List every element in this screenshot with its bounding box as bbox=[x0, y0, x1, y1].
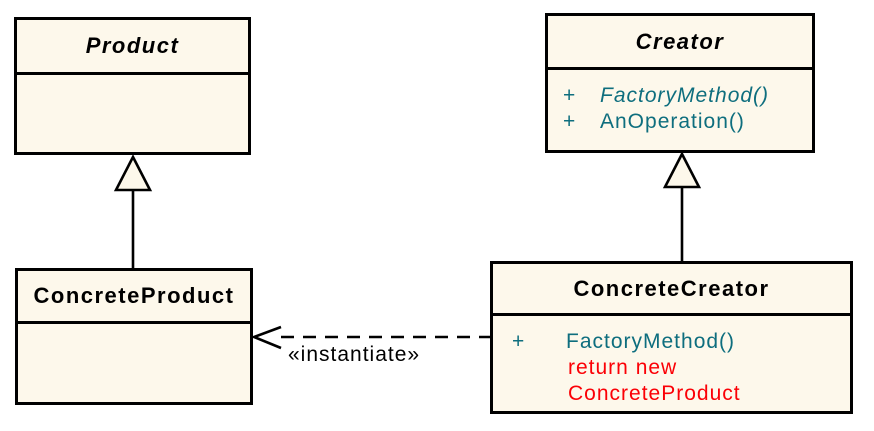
class-body-creator: + FactoryMethod() + AnOperation() bbox=[548, 70, 812, 135]
member-row-factorymethod: + FactoryMethod() bbox=[548, 83, 812, 109]
class-title-concrete-creator: ConcreteCreator bbox=[493, 264, 850, 316]
class-box-product: Product bbox=[14, 17, 251, 155]
class-title-product: Product bbox=[17, 20, 248, 75]
class-box-creator: Creator + FactoryMethod() + AnOperation(… bbox=[545, 13, 815, 153]
visibility-sign: + bbox=[563, 110, 577, 133]
class-box-concrete-product: ConcreteProduct bbox=[15, 268, 253, 405]
class-box-concrete-creator: ConcreteCreator + FactoryMethod() return… bbox=[490, 261, 853, 414]
generalization-arrow-product bbox=[113, 154, 153, 268]
instantiate-dashed-arrow bbox=[250, 325, 490, 350]
code-note-line: return new bbox=[568, 356, 678, 379]
class-body-product bbox=[17, 75, 248, 88]
member-row-anoperation: + AnOperation() bbox=[548, 109, 812, 135]
class-title-creator: Creator bbox=[548, 16, 812, 70]
code-note-line: ConcreteProduct bbox=[568, 382, 741, 405]
operation-label: AnOperation() bbox=[600, 110, 745, 133]
operation-label: FactoryMethod() bbox=[600, 84, 770, 107]
instantiate-label: «instantiate» bbox=[288, 343, 421, 366]
operation-label: FactoryMethod() bbox=[566, 330, 736, 353]
class-body-concrete-product bbox=[18, 324, 250, 337]
generalization-arrow-creator bbox=[662, 151, 702, 261]
visibility-sign: + bbox=[563, 84, 577, 107]
visibility-sign: + bbox=[512, 330, 526, 353]
member-row-factorymethod: + FactoryMethod() bbox=[493, 329, 850, 355]
class-body-concrete-creator: + FactoryMethod() return new ConcretePro… bbox=[493, 316, 850, 407]
class-title-concrete-product: ConcreteProduct bbox=[18, 271, 250, 324]
